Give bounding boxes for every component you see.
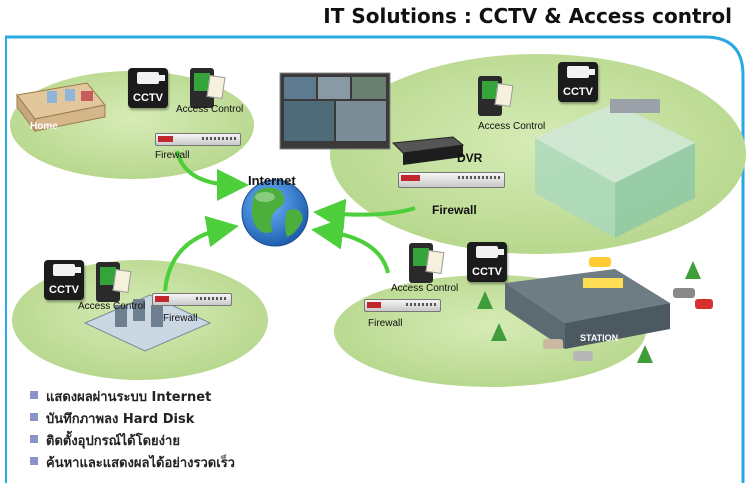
dvr-monitor-illustration [279, 72, 391, 150]
diagram-title: IT Solutions : CCTV & Access control [323, 4, 732, 28]
internet-globe-icon [241, 179, 309, 247]
office-arrow [313, 198, 416, 231]
home-label: Home [30, 121, 58, 132]
station-cctv-icon: CCTV [467, 242, 507, 282]
office-building-illustration [535, 99, 695, 238]
dvr-label: DVR [457, 151, 483, 165]
datacenter-cctv-label: CCTV [49, 284, 79, 296]
datacenter-cctv-icon: CCTV [44, 260, 84, 300]
datacenter-illustration [83, 294, 212, 352]
home-house-illustration [16, 82, 106, 133]
datacenter-access-control-label: Access Control [78, 301, 146, 312]
bullet-square-icon [30, 435, 38, 443]
office-access-control-icon [478, 76, 514, 116]
office-cctv-label: CCTV [563, 86, 593, 98]
datacenter-arrow [163, 215, 239, 292]
internet-label: Internet [248, 173, 296, 188]
diagram-canvas [5, 35, 746, 483]
office-firewall-label: Firewall [432, 203, 477, 217]
station-cctv-label: CCTV [472, 266, 502, 278]
datacenter-access-control-icon [96, 262, 132, 302]
station-firewall-label: Firewall [368, 318, 403, 329]
home-arrow [175, 150, 249, 201]
station-illustration [477, 257, 713, 363]
office-access-control-label: Access Control [478, 121, 546, 132]
station-access-control-icon [409, 243, 445, 283]
bullet-square-icon [30, 457, 38, 465]
datacenter-firewall-icon [152, 293, 232, 306]
home-cctv-label: CCTV [133, 92, 163, 104]
home-firewall-label: Firewall [155, 150, 190, 161]
home-cctv-icon: CCTV [128, 68, 168, 108]
station-firewall-icon [364, 299, 441, 312]
dvr-recorder-icon [391, 136, 465, 165]
home-firewall-icon [155, 133, 241, 146]
station-access-control-label: Access Control [391, 283, 459, 294]
datacenter-firewall-label: Firewall [163, 313, 198, 324]
home-access-control-label: Access Control [176, 104, 244, 115]
frame-border [5, 35, 745, 483]
bullet-square-icon [30, 413, 38, 421]
office-firewall-icon [398, 172, 505, 188]
office-cctv-icon: CCTV [558, 62, 598, 102]
bullet-square-icon [30, 391, 38, 399]
station-label: STATION [580, 333, 619, 343]
station-arrow [311, 217, 390, 274]
home-access-control-icon [190, 68, 226, 108]
